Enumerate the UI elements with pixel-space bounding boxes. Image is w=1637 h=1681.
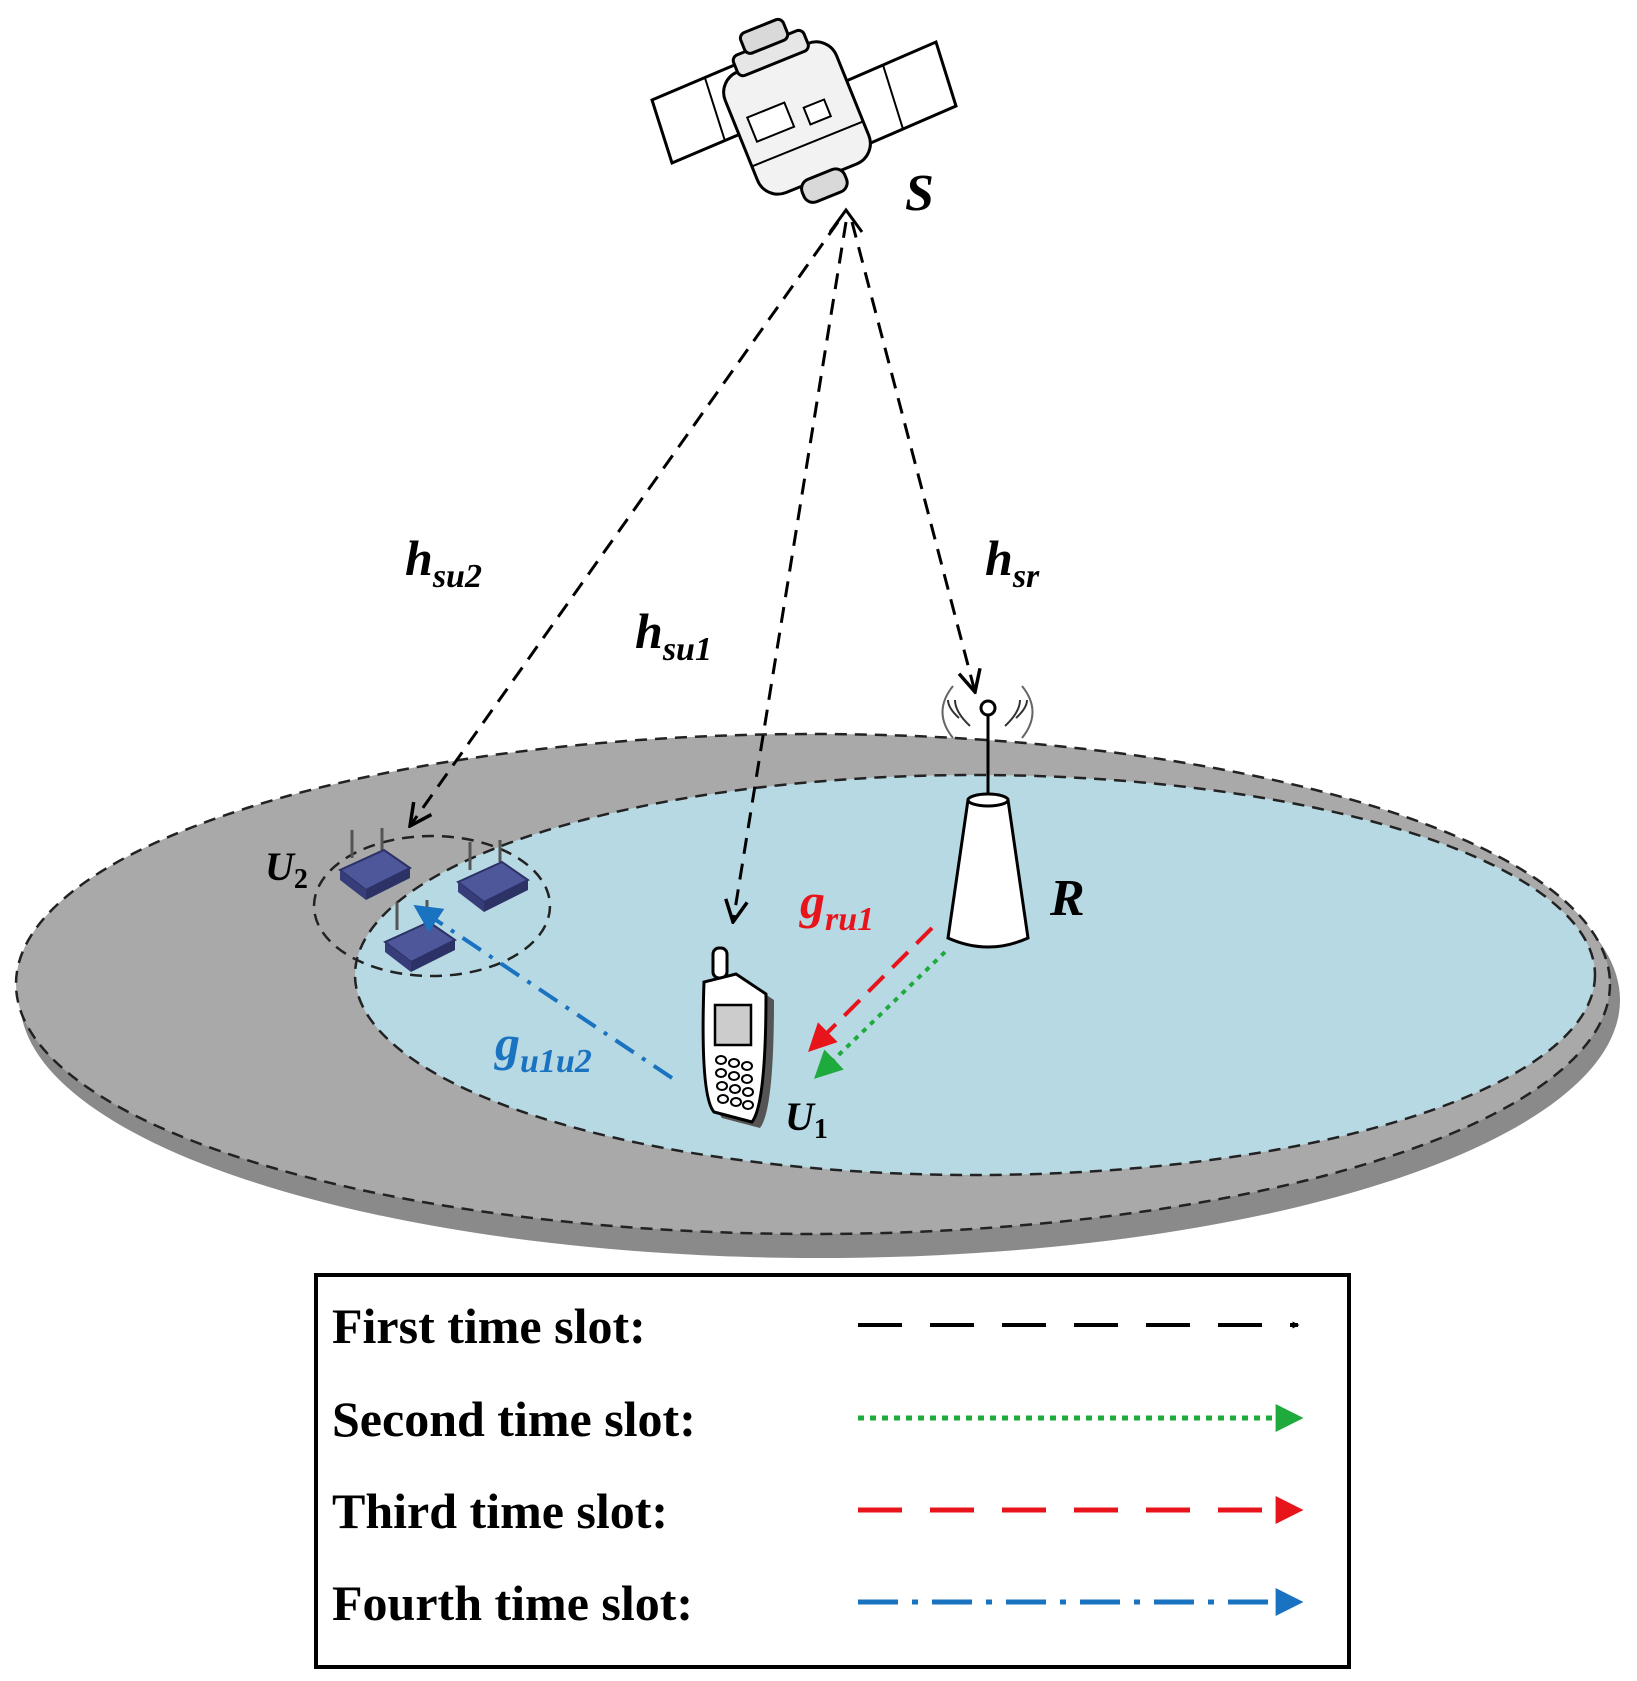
link-third-slot-arrow <box>808 926 934 1052</box>
legend-label-third-slot: Third time slot: <box>332 1483 668 1539</box>
label-h-su2: hsu2 <box>405 530 482 595</box>
user1-label: U1 <box>785 1094 828 1145</box>
satellite-uplink-arrowhead <box>828 207 864 233</box>
user2-router-icon <box>338 828 412 900</box>
legend-label-first-slot: First time slot: <box>332 1298 646 1354</box>
legend: First time slot: Second time slot: Third… <box>314 1273 1351 1669</box>
label-h-su1: hsu1 <box>635 603 712 668</box>
label-g-ru1: gru1 <box>799 873 874 938</box>
coverage-regions <box>14 732 1620 1258</box>
user2-label: U2 <box>265 844 308 895</box>
link-h-su2-arrow <box>410 221 840 826</box>
user1-phone-icon <box>701 946 774 1128</box>
legend-label-second-slot: Second time slot: <box>332 1391 696 1447</box>
satellite-label: S <box>905 165 934 222</box>
label-g-u1u2: gu1u2 <box>494 1015 592 1080</box>
link-fourth-slot-arrow <box>413 904 674 1080</box>
link-h-su1-arrow <box>733 221 848 922</box>
label-h-sr: hsr <box>985 530 1040 595</box>
relay-tower-icon <box>941 685 1034 949</box>
relay-label: R <box>1049 870 1085 927</box>
user2-router-icon <box>456 840 530 912</box>
link-second-slot-arrow <box>813 950 947 1079</box>
first-slot-links <box>410 207 975 922</box>
user2-cluster-boundary <box>312 834 552 978</box>
legend-label-fourth-slot: Fourth time slot: <box>332 1575 693 1631</box>
satellite-icon <box>650 17 958 204</box>
link-h-sr-arrow <box>850 221 975 692</box>
